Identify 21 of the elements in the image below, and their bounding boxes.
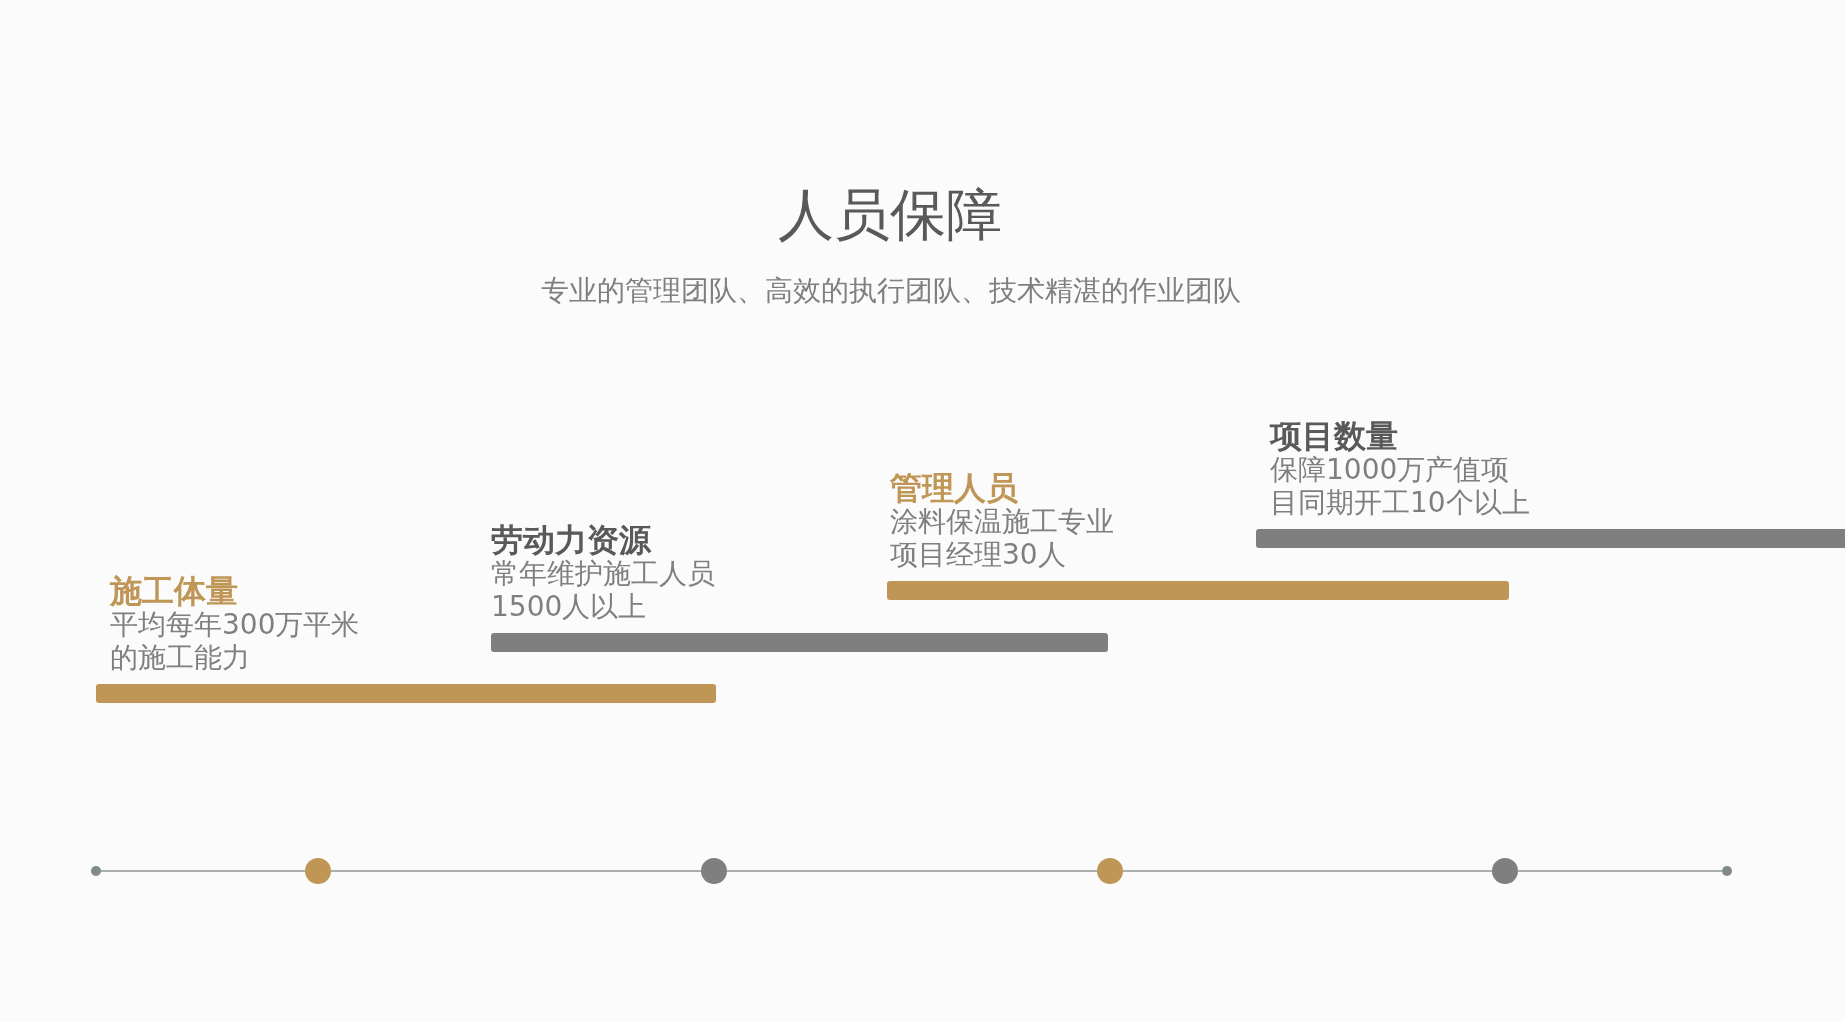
item-heading: 项目数量: [1270, 419, 1398, 453]
timeline-dot-icon: [91, 866, 101, 876]
slide-title: 人员保障: [778, 182, 1002, 248]
timeline-dot-icon: [1722, 866, 1732, 876]
item-description: 涂料保温施工专业项目经理30人: [890, 505, 1115, 571]
timeline-dot-icon: [305, 858, 331, 884]
connector-line: [330, 870, 702, 872]
subtitle: 专业的管理团队、高效的执行团队、技术精湛的作业团队: [541, 274, 1241, 308]
item-description: 常年维护施工人员1500人以上: [491, 557, 716, 623]
item-heading: 劳动力资源: [491, 523, 651, 557]
item-description: 保障1000万产值项目同期开工10个以上: [1270, 453, 1531, 519]
connector-line: [1517, 870, 1723, 872]
item-heading: 施工体量: [110, 574, 238, 608]
item-heading: 管理人员: [890, 471, 1018, 505]
connector-line: [726, 870, 1098, 872]
connector-line: [100, 870, 306, 872]
timeline-dot-icon: [1097, 858, 1123, 884]
timeline-dot-icon: [1492, 858, 1518, 884]
connector-line: [1122, 870, 1493, 872]
item-description: 平均每年300万平米的施工能力: [110, 608, 361, 674]
timeline-dot-icon: [701, 858, 727, 884]
